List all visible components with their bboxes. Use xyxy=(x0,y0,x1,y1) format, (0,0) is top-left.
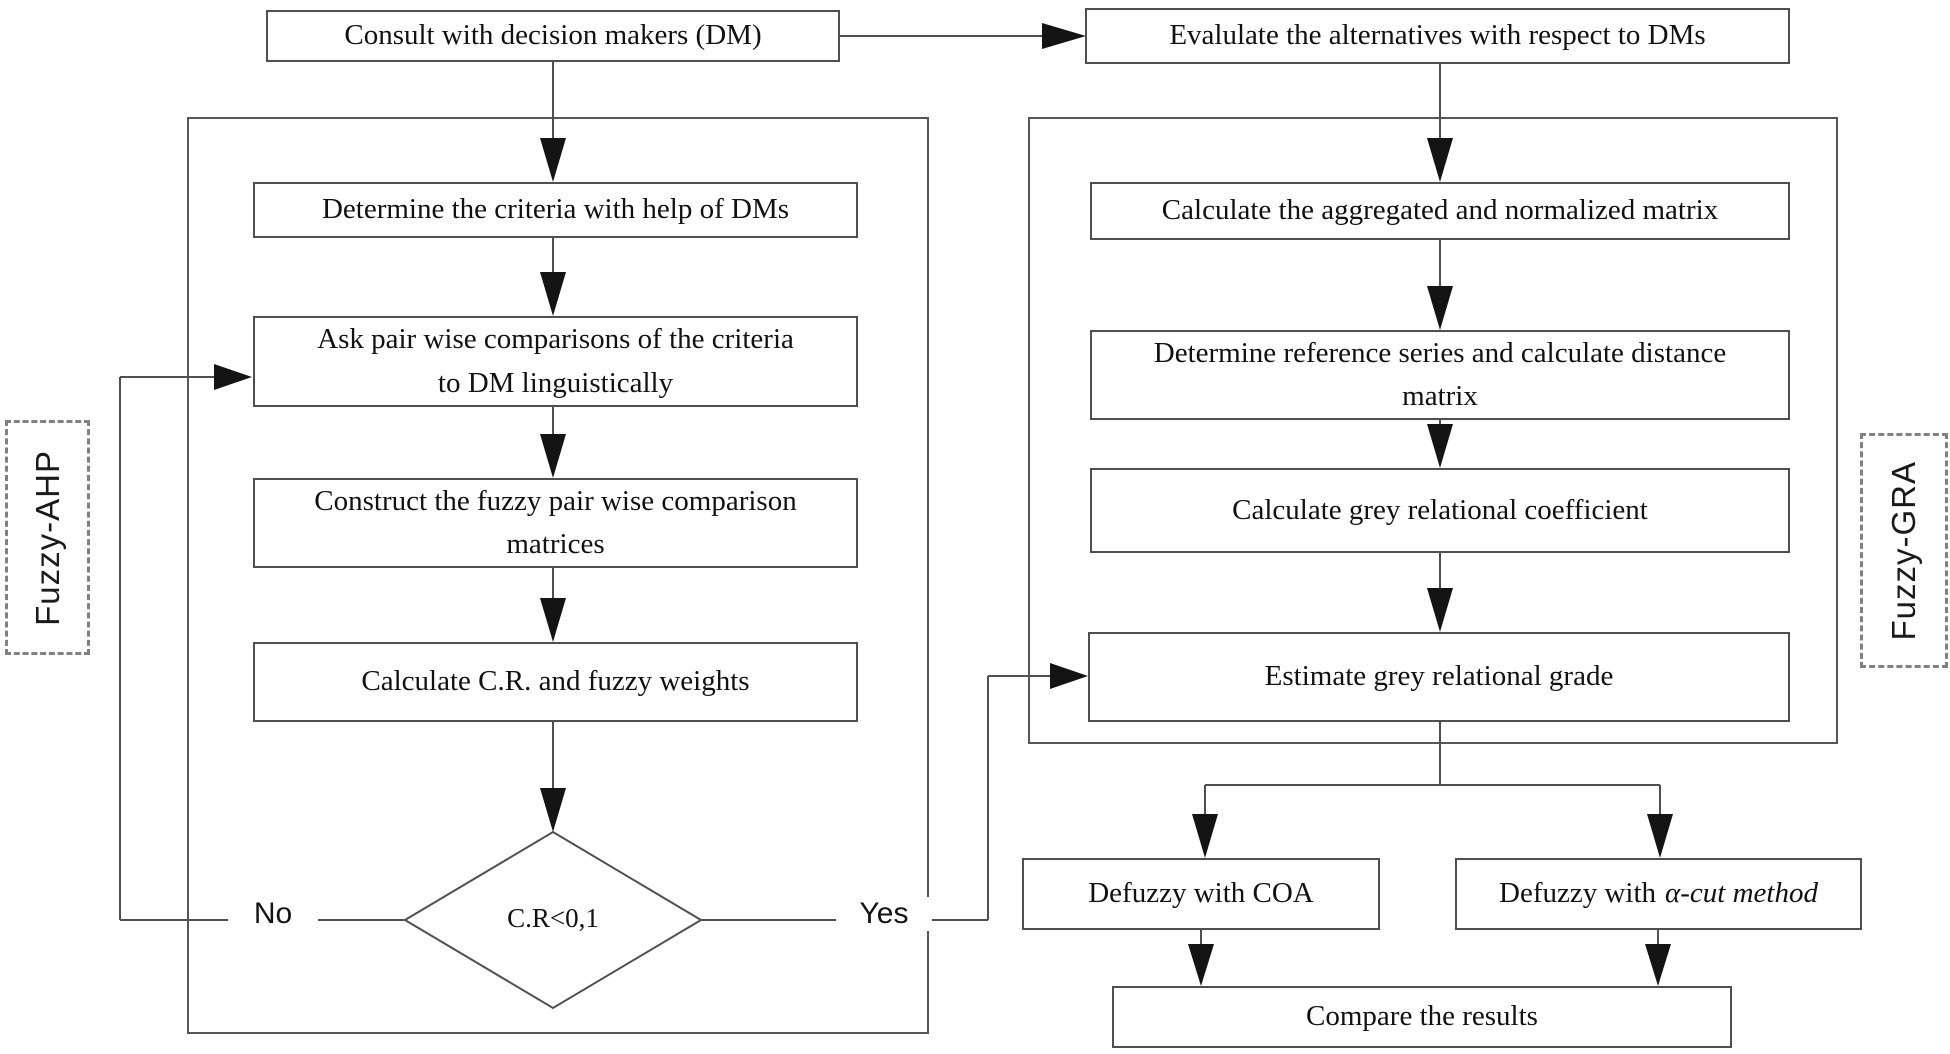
arrowhead-icon xyxy=(1647,814,1673,858)
arrowhead-icon xyxy=(1427,138,1453,182)
node-grey-relational-grade: Estimate grey relational grade xyxy=(1088,632,1790,722)
arrowhead-icon xyxy=(540,138,566,182)
fuzzy-ahp-side-label-text: Fuzzy-AHP xyxy=(28,449,66,626)
node-determine-criteria: Determine the criteria with help of DMs xyxy=(253,182,858,238)
node-determine-reference-series: Determine reference series and calculate… xyxy=(1090,330,1790,420)
fuzzy-ahp-group-border xyxy=(187,117,929,1034)
arrowhead-icon xyxy=(540,434,566,478)
arrowhead-icon xyxy=(540,272,566,316)
arrowhead-icon xyxy=(1042,23,1086,49)
arrowhead-icon xyxy=(1188,944,1214,986)
node-grey-relational-coefficient: Calculate grey relational coefficient xyxy=(1090,468,1790,553)
fuzzy-gra-group-border xyxy=(1028,117,1838,744)
decision-condition-text: C.R<0,1 xyxy=(507,903,599,933)
edge-label-no: No xyxy=(228,897,318,931)
arrowhead-icon xyxy=(1050,663,1088,689)
arrowhead-icon xyxy=(1192,814,1218,858)
arrowhead-icon xyxy=(1427,588,1453,632)
edge-label-yes: Yes xyxy=(836,897,932,931)
decision-diamond xyxy=(403,830,703,1010)
node-consult-decision-makers: Consult with decision makers (DM) xyxy=(266,10,840,62)
defuzzy-alpha-prefix: Defuzzy with xyxy=(1499,877,1657,910)
fuzzy-gra-side-label: Fuzzy-GRA xyxy=(1860,433,1948,668)
arrowhead-icon xyxy=(214,364,252,390)
defuzzy-alpha-method: α-cut method xyxy=(1665,877,1818,910)
arrowhead-icon xyxy=(540,598,566,642)
arrowhead-icon xyxy=(1645,944,1671,986)
node-evaluate-alternatives: Evalulate the alternatives with respect … xyxy=(1085,8,1790,64)
node-compare-results: Compare the results xyxy=(1112,986,1732,1048)
fuzzy-gra-side-label-text: Fuzzy-GRA xyxy=(1885,460,1922,641)
arrowhead-icon xyxy=(1427,286,1453,330)
node-calculate-aggregated-matrix: Calculate the aggregated and normalized … xyxy=(1090,182,1790,240)
edge-grade-split xyxy=(1204,722,1661,816)
node-defuzzy-coa: Defuzzy with COA xyxy=(1022,858,1380,930)
arrowhead-icon xyxy=(540,788,566,832)
fuzzy-ahp-side-label: Fuzzy-AHP xyxy=(5,420,90,655)
node-calculate-cr-weights: Calculate C.R. and fuzzy weights xyxy=(253,642,858,722)
arrowhead-icon xyxy=(1427,424,1453,468)
node-construct-fuzzy-matrices: Construct the fuzzy pair wise comparison… xyxy=(253,478,858,568)
node-ask-pairwise-comparisons: Ask pair wise comparisons of the criteri… xyxy=(253,316,858,407)
